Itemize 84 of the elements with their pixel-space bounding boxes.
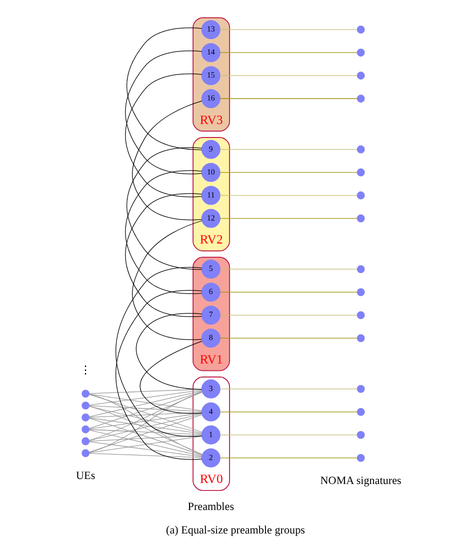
label: Preambles (187, 501, 234, 514)
node-circle: 6 (200, 282, 220, 302)
node-circle: 7 (200, 306, 220, 325)
node-circle (356, 214, 364, 222)
connector (126, 28, 202, 150)
connector (219, 172, 357, 173)
connector (219, 149, 357, 150)
connector (219, 434, 357, 436)
connector (219, 98, 357, 99)
caption: (a) Equal-size preamble groups (166, 524, 304, 536)
node-circle: 1 (200, 425, 220, 444)
node-circle (356, 191, 364, 200)
node-circle: 9 (200, 140, 220, 159)
node-circle (81, 425, 90, 434)
node-circle: 8 (200, 328, 220, 348)
connector (219, 218, 357, 219)
connector (88, 430, 202, 456)
connector (124, 74, 202, 198)
node-circle: 16 (200, 89, 220, 108)
node-circle: 4 (200, 402, 220, 422)
connector (88, 441, 202, 458)
node-circle: 10 (200, 162, 220, 182)
node-circle: 2 (200, 448, 220, 468)
node-circle (356, 168, 364, 176)
node-circle: 3 (200, 379, 220, 398)
node-circle: 5 (200, 260, 220, 279)
node-circle (81, 390, 90, 398)
node-circle (356, 94, 364, 103)
node-circle (356, 288, 364, 296)
connector (88, 435, 202, 442)
node-circle: 13 (200, 20, 220, 40)
connector (219, 29, 357, 30)
connector (139, 340, 202, 414)
connector (124, 170, 202, 294)
connector (219, 195, 357, 196)
connector (219, 314, 357, 316)
connector (88, 390, 202, 418)
connector (124, 50, 202, 174)
node-circle (356, 48, 364, 57)
node-circle (356, 72, 364, 80)
connector (88, 414, 202, 441)
node-circle: 15 (200, 66, 220, 86)
connector (132, 100, 202, 220)
node-circle (356, 311, 364, 320)
node-circle (356, 430, 364, 439)
connector (219, 52, 357, 53)
connector (88, 390, 202, 406)
connector (88, 392, 202, 441)
connector (88, 405, 202, 412)
node-circle (356, 454, 364, 462)
label: UEs (76, 470, 95, 482)
connector (135, 313, 202, 390)
node-circle (81, 449, 90, 458)
node-circle (81, 437, 90, 446)
connector (88, 412, 202, 418)
node-circle (356, 26, 364, 34)
node-circle: 14 (200, 43, 220, 62)
node-circle (356, 384, 364, 393)
connector (132, 220, 202, 340)
connector (126, 147, 202, 270)
label: ⋮ (80, 364, 91, 377)
connector (88, 436, 202, 454)
connector (114, 290, 202, 460)
connector (88, 394, 202, 411)
connector (88, 406, 202, 434)
connector (219, 388, 357, 390)
connector (124, 193, 202, 317)
node-circle (356, 334, 364, 342)
node-circle: 12 (200, 208, 220, 228)
node-circle (356, 145, 364, 154)
node-circle (356, 408, 364, 416)
node-circle: 11 (200, 186, 220, 205)
connector (219, 75, 357, 76)
label: NOMA signatures (320, 474, 401, 487)
connector (114, 267, 202, 437)
connector (88, 418, 202, 434)
connector (219, 268, 357, 270)
connector (88, 412, 202, 430)
node-circle (81, 414, 90, 422)
connector (88, 406, 202, 455)
node-circle (356, 265, 364, 274)
connector (88, 452, 202, 458)
node-circle (81, 402, 90, 410)
connector (88, 429, 202, 435)
